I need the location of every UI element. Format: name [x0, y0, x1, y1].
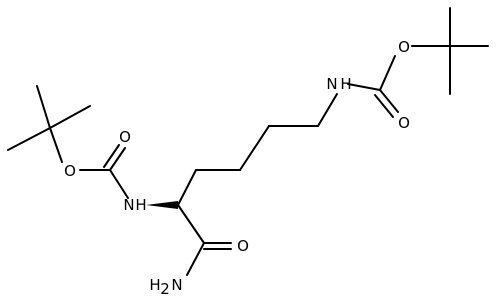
stereo-wedge-bond: [146, 201, 178, 209]
bond-amide-cn: [186, 242, 205, 276]
atom-h-alpha: H: [135, 196, 146, 214]
atom-amide-subscript: 2: [160, 280, 170, 298]
bond-co-double-upper-b: [374, 94, 394, 118]
bond-o-carbonyl-upper: [379, 55, 396, 91]
bond-co-double-left-b: [103, 144, 120, 168]
atom-amide-h: H: [149, 276, 160, 294]
bond-n-carbonyl-left: [109, 169, 129, 199]
atom-h-epsilon: H: [340, 75, 351, 93]
bond-layer: [7, 7, 489, 276]
bond-o-tbu-left: [49, 127, 63, 163]
bond-tbu-left-west: [7, 127, 51, 151]
bond-co-double-left-a: [109, 147, 126, 171]
atom-o-amide: O: [237, 237, 249, 255]
bond-tbu-left-up: [36, 85, 51, 129]
atom-o-carbonyl-right: O: [398, 114, 410, 132]
atom-n-alpha: N: [123, 196, 134, 214]
bond-carbonyl-n-upper: [347, 83, 381, 91]
atom-o-top: O: [398, 38, 410, 56]
atom-label-layer: O O N H N H O O O H 2 N: [64, 38, 410, 298]
bond-calpha-amide-c: [177, 204, 205, 244]
atom-amide-n: N: [171, 276, 182, 294]
bond-chain-2: [239, 125, 270, 171]
atom-n-epsilon: N: [326, 75, 337, 93]
bond-tbu-left-east: [49, 105, 91, 129]
atom-o-carbonyl-left: O: [119, 128, 131, 146]
bond-chain-4: [177, 169, 197, 206]
atom-o-left: O: [64, 162, 76, 180]
bond-n-chain: [317, 93, 338, 127]
bond-co-double-upper-a: [379, 89, 399, 113]
